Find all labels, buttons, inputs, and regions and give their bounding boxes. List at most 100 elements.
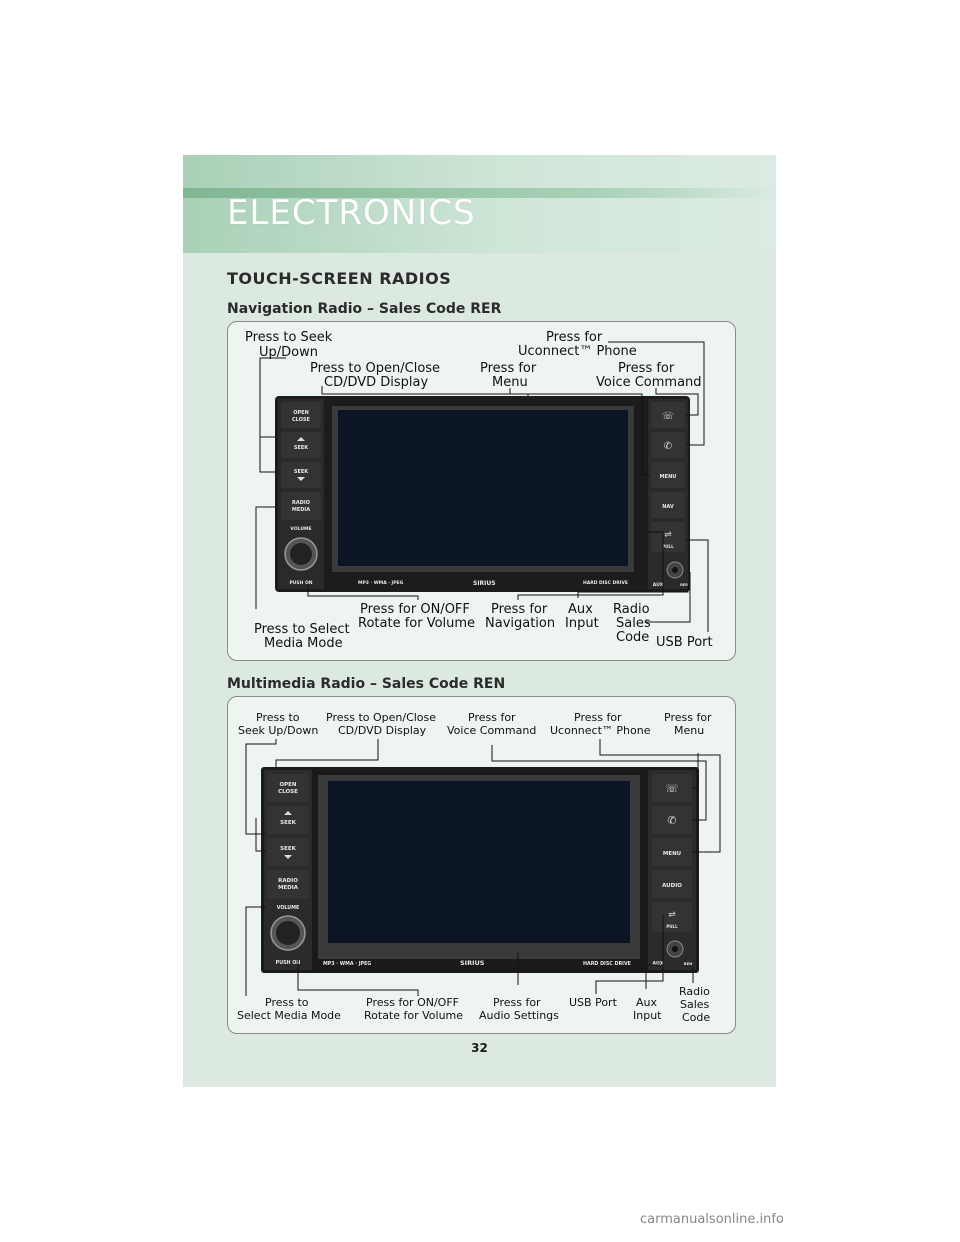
rer-nav-label: NAV xyxy=(662,504,674,510)
ren-push-on-label: PUSH ON xyxy=(276,960,301,966)
ren-voice-icon: ☏ xyxy=(665,782,679,795)
rer-usb-callout: USB Port xyxy=(656,635,713,650)
rer-onoff-callout-1: Press for ON/OFF xyxy=(360,602,470,617)
ren-code-callout-3: Code xyxy=(682,1011,710,1024)
ren-onoff-callout-2: Rotate for Volume xyxy=(364,1009,463,1022)
rer-nav-callout-2: Navigation xyxy=(485,616,555,631)
rer-media-callout-1: Press to Select xyxy=(254,622,350,637)
rer-voice-icon: ☏ xyxy=(662,411,675,422)
rer-screen xyxy=(338,410,628,566)
ren-open-callout-1: Press to Open/Close xyxy=(326,711,436,724)
ren-open-callout-2: CD/DVD Display xyxy=(338,724,427,737)
ren-code-callout-1: Radio xyxy=(679,985,710,998)
rer-seek-callout-1: Press to Seek xyxy=(245,330,333,345)
ren-screen xyxy=(328,781,630,943)
rer-aux-label: AUX xyxy=(653,582,664,588)
watermark: carmanualsonline.info xyxy=(640,1212,784,1227)
rer-open-label-1: OPEN xyxy=(293,410,309,416)
manual-page: ELECTRONICS TOUCH-SCREEN RADIOS Navigati… xyxy=(183,155,776,1087)
ren-seek-down-label: SEEK xyxy=(280,846,296,852)
ren-seek-up-button[interactable] xyxy=(267,806,309,834)
rer-seek-up-button[interactable] xyxy=(281,432,321,458)
rer-seek-down-icon xyxy=(297,477,305,481)
rer-open-close-button[interactable] xyxy=(281,402,321,428)
rer-aux-jack-hole xyxy=(672,567,678,573)
rer-voice-callout-1: Press for xyxy=(618,361,675,376)
rer-diagram-panel: OPEN CLOSE SEEK SEEK RADIO MEDIA VOLUME … xyxy=(227,321,736,661)
rer-onoff-callout-2: Rotate for Volume xyxy=(358,616,475,631)
ren-voice-callout-1: Press for xyxy=(468,711,516,724)
ren-sirius-logo: SIRIUS xyxy=(460,959,485,967)
ren-usb-port[interactable] xyxy=(652,902,692,932)
ren-radio-media-button[interactable] xyxy=(267,870,309,898)
ren-code-label: REN xyxy=(684,961,693,966)
ren-radio-label-1: RADIO xyxy=(278,878,298,884)
rer-nav-button[interactable] xyxy=(651,492,685,518)
rer-seek-down-button[interactable] xyxy=(281,462,321,488)
ren-open-label-2: CLOSE xyxy=(278,789,298,795)
ren-phone-button[interactable] xyxy=(652,806,692,834)
rer-code-callout-2: Sales xyxy=(616,616,651,631)
rer-pull-label: PULL xyxy=(662,544,674,549)
ren-seek-callout-1: Press to xyxy=(256,711,300,724)
ren-phone-icon: ✆ xyxy=(667,814,676,827)
rer-voice-button[interactable] xyxy=(651,402,685,428)
ren-seek-up-label: SEEK xyxy=(280,820,296,826)
ren-usb-icon: ⇌ xyxy=(668,910,676,920)
rer-media-callout-2: Media Mode xyxy=(264,636,343,651)
ren-aux-callout-1: Aux xyxy=(636,996,657,1009)
rer-hdd-text: HARD DISC DRIVE xyxy=(583,580,628,586)
rer-menu-button[interactable] xyxy=(651,462,685,488)
ren-open-label-1: OPEN xyxy=(279,782,296,788)
ren-seek-down-icon xyxy=(284,855,292,859)
ren-menu-label: MENU xyxy=(663,851,681,857)
ren-code-callout-2: Sales xyxy=(680,998,710,1011)
ren-uconnect-callout-1: Press for xyxy=(574,711,622,724)
ren-volume-label: VOLUME xyxy=(277,905,300,911)
section-banner: ELECTRONICS xyxy=(183,155,776,253)
rer-seek-up-icon xyxy=(297,437,305,441)
ren-open-close-button[interactable] xyxy=(267,774,309,802)
rer-open-callout-2: CD/DVD Display xyxy=(324,375,429,390)
ren-media-callout-2: Select Media Mode xyxy=(237,1009,341,1022)
rer-radio-label-1: RADIO xyxy=(292,500,310,506)
rer-aux-callout-2: Input xyxy=(565,616,599,631)
ren-radio-label-2: MEDIA xyxy=(278,885,299,891)
ren-seek-down-button[interactable] xyxy=(267,838,309,866)
rer-code-label: RER xyxy=(680,583,688,587)
ren-seek-callout-2: Seek Up/Down xyxy=(238,724,318,737)
rer-menu-callout-1: Press for xyxy=(480,361,537,376)
rer-voice-callout-2: Voice Command xyxy=(596,375,702,390)
rer-sirius-logo: SIRIUS xyxy=(473,580,496,587)
rer-usb-port[interactable] xyxy=(651,522,685,552)
ren-voice-button[interactable] xyxy=(652,774,692,802)
rer-usb-icon: ⇌ xyxy=(664,530,672,540)
rer-seek-up-label: SEEK xyxy=(294,445,309,451)
ren-aux-label: AUX xyxy=(652,961,663,967)
ren-formats-text: MP3 · WMA · JPEG xyxy=(323,961,371,967)
ren-audio-button[interactable] xyxy=(652,870,692,898)
rer-seek-callout-2: Up/Down xyxy=(259,345,318,360)
rer-volume-knob-center xyxy=(290,543,312,565)
ren-menu-button[interactable] xyxy=(652,838,692,866)
ren-pull-label: PULL xyxy=(666,924,678,929)
ren-diagram-panel: OPEN CLOSE SEEK SEEK RADIO MEDIA VOLUME … xyxy=(227,696,736,1034)
page-title: TOUCH-SCREEN RADIOS xyxy=(227,269,452,288)
rer-leader-lines xyxy=(255,341,709,632)
rer-menu-callout-2: Menu xyxy=(492,375,528,390)
rer-aux-callout-1: Aux xyxy=(568,602,593,617)
rer-uconnect-callout-1: Press for xyxy=(546,330,603,345)
banner-stripe xyxy=(183,188,776,198)
ren-seek-up-icon xyxy=(284,811,292,815)
ren-audio-callout-2: Audio Settings xyxy=(479,1009,559,1022)
rer-radio-media-button[interactable] xyxy=(281,492,321,520)
rer-open-callout-1: Press to Open/Close xyxy=(310,361,440,376)
ren-heading: Multimedia Radio – Sales Code REN xyxy=(227,676,506,692)
page-number: 32 xyxy=(471,1041,488,1055)
rer-seek-down-label: SEEK xyxy=(294,469,309,475)
ren-audio-label: AUDIO xyxy=(662,883,682,889)
ren-uconnect-callout-2: Uconnect™ Phone xyxy=(550,724,651,737)
section-title: ELECTRONICS xyxy=(227,193,476,233)
rer-phone-button[interactable] xyxy=(651,432,685,458)
ren-onoff-callout-1: Press for ON/OFF xyxy=(366,996,459,1009)
